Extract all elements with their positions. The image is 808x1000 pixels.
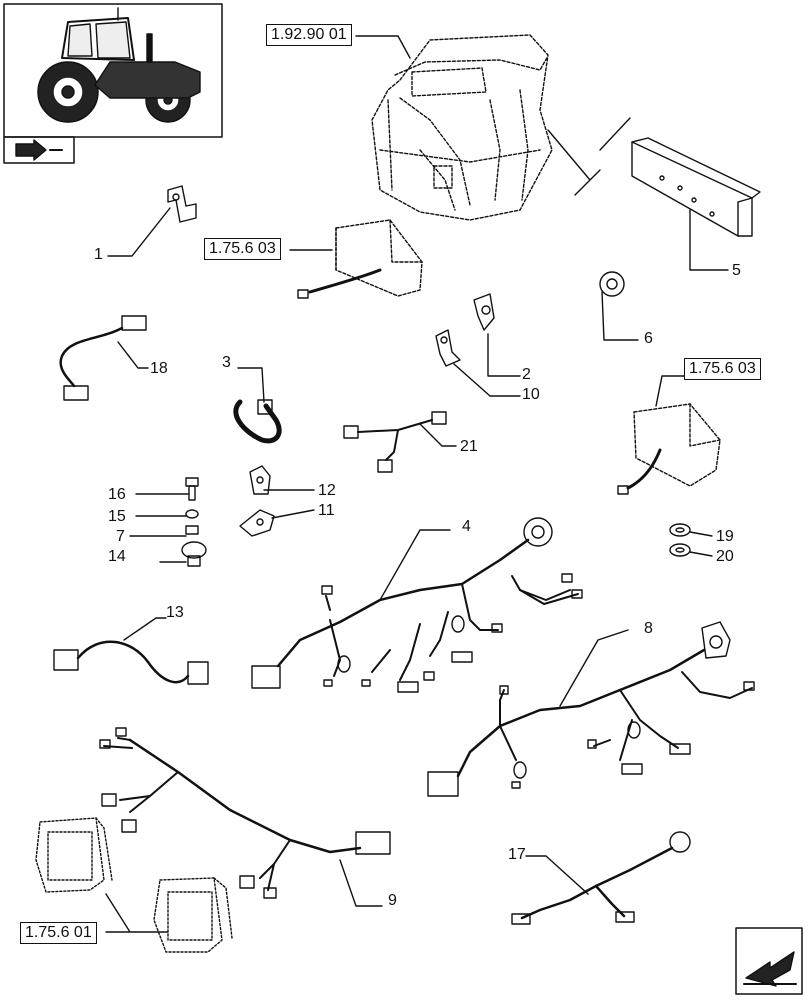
callout-3: 3 xyxy=(222,354,231,371)
ref-control-unit-top[interactable]: 1.75.6 03 xyxy=(204,238,281,260)
tractor-icon xyxy=(37,7,201,123)
callout-19: 19 xyxy=(716,528,734,545)
callout-14: 14 xyxy=(108,548,126,565)
part-20-washer xyxy=(669,543,713,557)
cab-breakline xyxy=(547,117,631,196)
thumbnail-panel xyxy=(3,3,223,164)
callout-16: 16 xyxy=(108,486,126,503)
control-unit-right-cable xyxy=(626,448,662,490)
cab-frame xyxy=(371,34,553,221)
part-5-bracket xyxy=(631,137,761,271)
part-9-harness xyxy=(99,727,391,907)
arrow-icon xyxy=(15,139,63,161)
part-7-nut xyxy=(129,525,199,537)
work-light-left xyxy=(35,817,113,893)
part-21-harness xyxy=(343,411,457,473)
callout-15: 15 xyxy=(108,508,126,525)
next-page-panel xyxy=(735,927,803,995)
part-6-grommet xyxy=(599,271,639,341)
control-unit-right xyxy=(633,403,721,487)
callout-7: 7 xyxy=(116,528,125,545)
callout-20: 20 xyxy=(716,548,734,565)
callout-4: 4 xyxy=(462,518,471,535)
part-12-clip xyxy=(249,465,315,495)
part-16-bolt xyxy=(135,477,199,501)
part-3-strap xyxy=(233,367,282,444)
callout-10: 10 xyxy=(522,386,540,403)
control-unit-top-cable xyxy=(308,268,382,294)
callout-9: 9 xyxy=(388,892,397,909)
ref-work-lights[interactable]: 1.75.6 01 xyxy=(20,922,97,944)
cab-leader xyxy=(355,35,411,59)
callout-6: 6 xyxy=(644,330,653,347)
callout-2: 2 xyxy=(522,366,531,383)
part-17-harness xyxy=(511,831,691,925)
callout-11: 11 xyxy=(318,502,335,519)
part-2-clamp xyxy=(473,293,521,377)
part-19-washer xyxy=(669,523,713,537)
part-11-clip xyxy=(239,509,315,537)
work-light-right xyxy=(153,877,233,953)
callout-8: 8 xyxy=(644,620,653,637)
part-10-clamp xyxy=(435,329,521,397)
callout-17: 17 xyxy=(508,846,526,863)
callout-5: 5 xyxy=(732,262,741,279)
callout-21: 21 xyxy=(460,438,478,455)
control-unit-top xyxy=(335,219,423,297)
part-4-harness xyxy=(251,517,583,693)
part-13-harness xyxy=(53,617,209,685)
ref-cab[interactable]: 1.92.90 01 xyxy=(266,24,352,46)
ref-control-unit-right[interactable]: 1.75.6 03 xyxy=(684,358,761,380)
part-14-plug xyxy=(159,541,207,567)
part-8-harness xyxy=(427,621,755,797)
part-15-washer xyxy=(135,509,199,519)
work-light-leader xyxy=(105,893,169,933)
part-1-bracket xyxy=(107,185,197,257)
callout-18: 18 xyxy=(150,360,168,377)
callout-1: 1 xyxy=(94,246,103,263)
part-18-harness xyxy=(59,315,149,401)
callout-13: 13 xyxy=(166,604,184,621)
callout-12: 12 xyxy=(318,482,336,499)
arrow-icon xyxy=(743,951,797,987)
